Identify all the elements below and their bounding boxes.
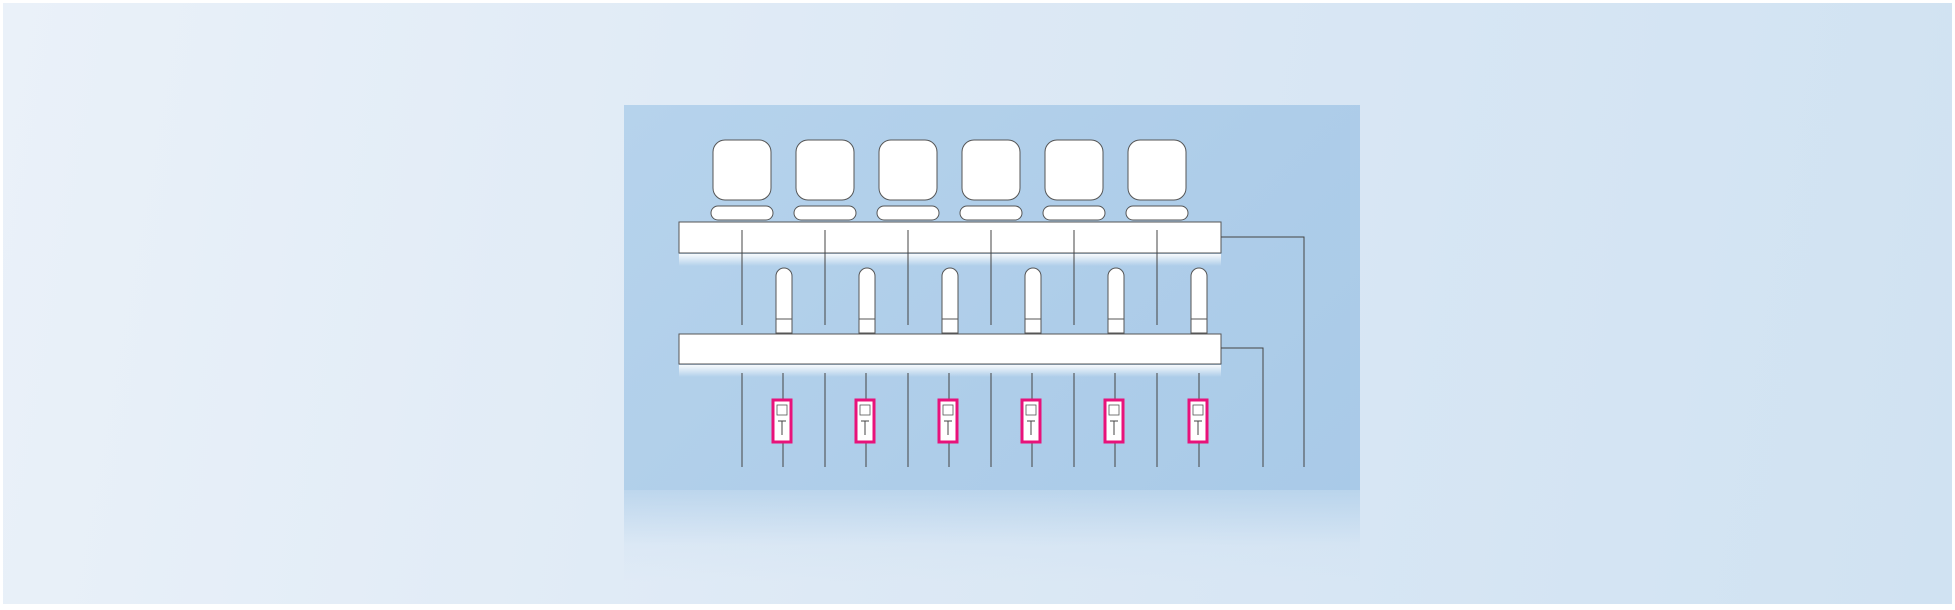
upper-bus — [678, 221, 1222, 266]
highlighted-unit — [1187, 398, 1209, 444]
middle-unit — [775, 267, 793, 347]
highlighted-unit — [1020, 398, 1042, 444]
middle-unit — [1190, 267, 1208, 347]
bottom-units-group — [771, 398, 1209, 444]
middle-units-group — [775, 267, 1208, 347]
schematic-diagram — [678, 139, 1305, 467]
lower-bus-return-line — [1221, 347, 1264, 467]
middle-unit — [941, 267, 959, 347]
top-unit — [1125, 139, 1189, 221]
lower-bus — [678, 333, 1222, 377]
top-units-group — [710, 139, 1189, 221]
upper-bus-return-line — [1221, 236, 1305, 467]
middle-unit — [858, 267, 876, 347]
top-unit — [1042, 139, 1106, 221]
highlighted-unit — [937, 398, 959, 444]
middle-unit — [1107, 267, 1125, 347]
top-unit — [793, 139, 857, 221]
panel-reflection — [624, 490, 1360, 582]
middle-unit — [1024, 267, 1042, 347]
bottom-lines — [741, 373, 1200, 467]
top-unit — [959, 139, 1023, 221]
top-drop-lines — [741, 230, 1158, 325]
highlighted-unit — [1103, 398, 1125, 444]
highlighted-unit — [771, 398, 793, 444]
top-unit — [876, 139, 940, 221]
highlighted-unit — [854, 398, 876, 444]
top-unit — [710, 139, 774, 221]
